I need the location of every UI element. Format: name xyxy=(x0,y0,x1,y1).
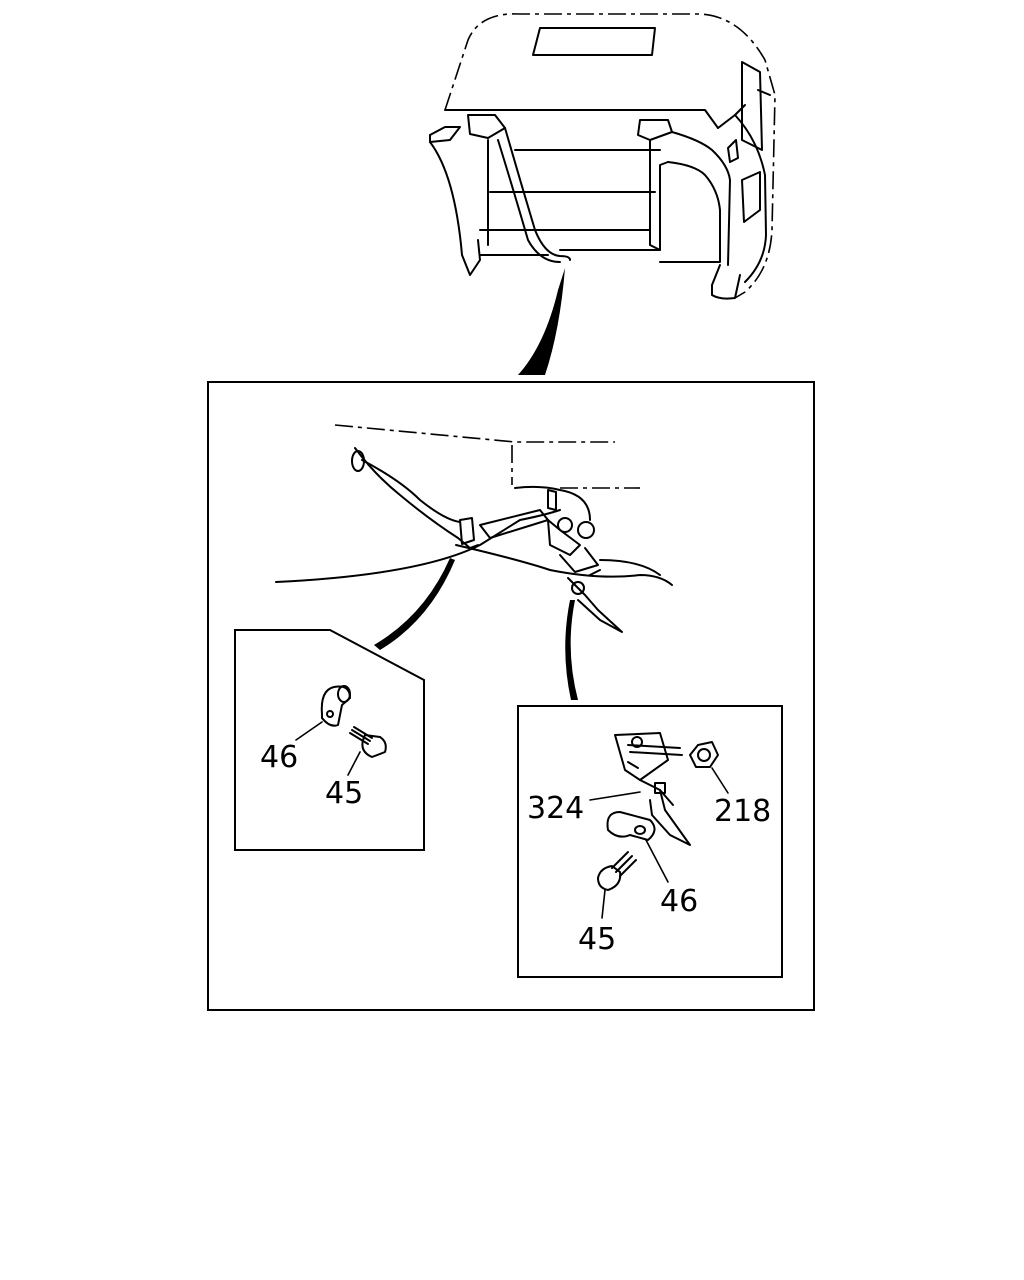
right-inset-nut-icon xyxy=(689,741,719,768)
left-inset-box xyxy=(234,629,425,851)
left-inset-bolt-icon xyxy=(349,726,387,758)
right-inset-clip-icon xyxy=(606,811,656,841)
right-bolt-callout: 45 xyxy=(578,922,616,957)
vehicle-overview xyxy=(429,13,776,300)
left-bolt-leader xyxy=(347,751,361,776)
right-clip-leader xyxy=(645,839,669,883)
left-clip-leader xyxy=(295,721,323,741)
right-nut-leader xyxy=(711,767,729,794)
right-bolt-leader xyxy=(601,889,606,919)
left-clip-callout: 46 xyxy=(260,740,298,775)
right-bracket-leader xyxy=(589,791,641,801)
right-inset-leader xyxy=(565,600,578,700)
left-inset-clip-icon xyxy=(320,685,351,727)
right-inset-stud-icon xyxy=(627,744,683,756)
detail-view xyxy=(275,424,673,633)
overview-leader xyxy=(518,268,565,375)
right-nut-callout: 218 xyxy=(714,794,771,829)
right-inset-bolt-icon xyxy=(597,851,637,891)
right-bracket-callout: 324 xyxy=(527,791,584,826)
right-inset-box xyxy=(517,705,783,978)
left-bolt-callout: 45 xyxy=(325,776,363,811)
left-inset-leader xyxy=(374,558,455,650)
right-clip-callout: 46 xyxy=(660,884,698,919)
right-inset-bracket-icon xyxy=(614,732,691,846)
